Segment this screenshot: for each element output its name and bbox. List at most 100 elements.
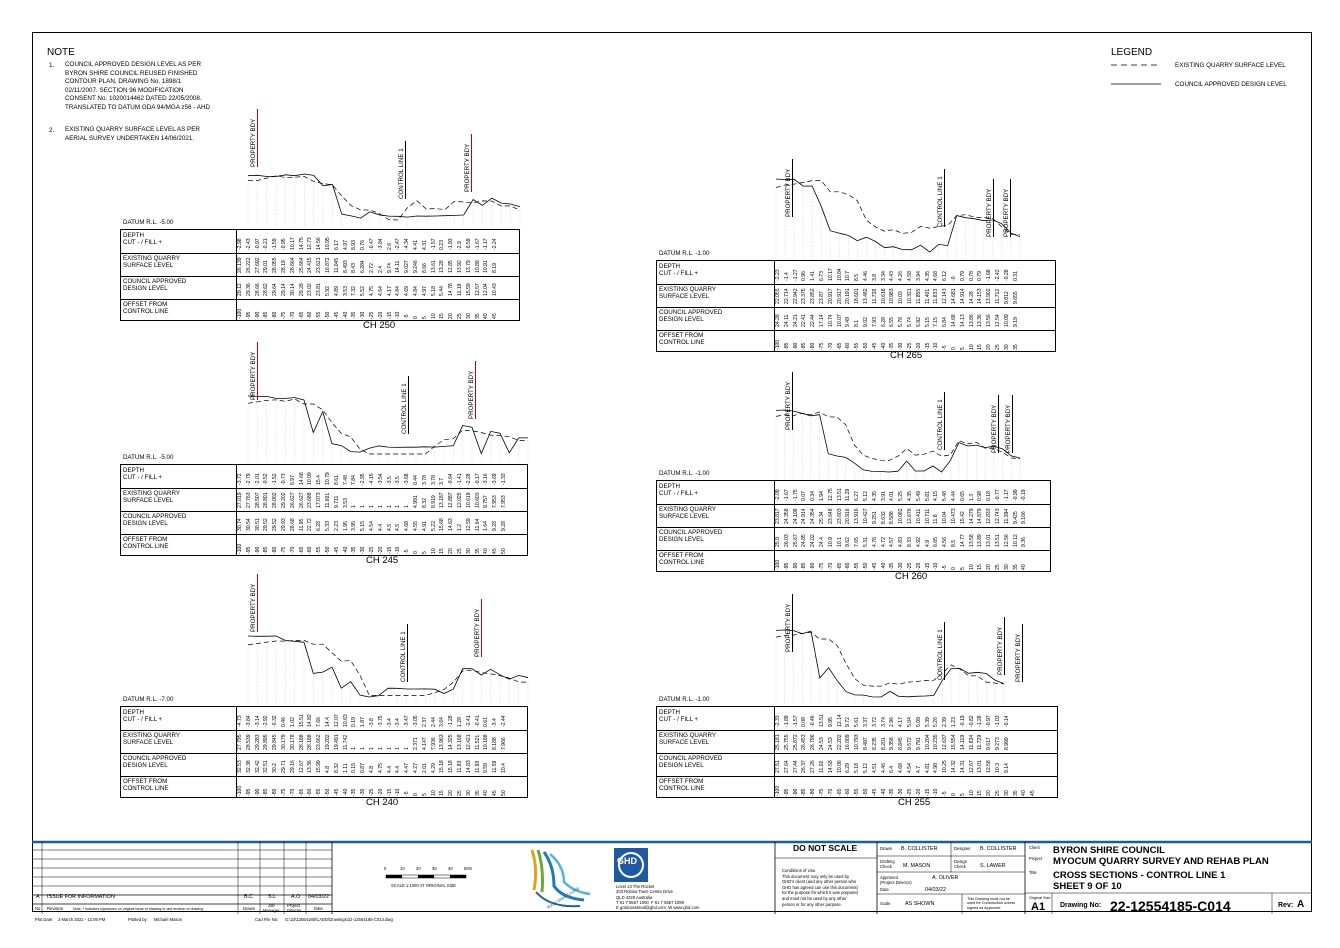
cell-depth: -1.17 [1003,489,1010,501]
cell-existing: 11.8 [933,514,940,524]
approved-value: A. OLIVER [932,875,959,881]
cell-depth: -0.95 [281,238,287,250]
client-value: BYRON SHIRE COUNCIL [1053,845,1165,856]
cell-offset: 35 [1012,564,1019,570]
rev-value: A [1297,899,1305,910]
cell-existing: 25.181 [775,734,781,750]
cell-offset: -40 [342,788,349,796]
section-row-divider [657,504,1050,505]
cell-design: 14.31 [959,760,966,773]
cell-existing: 26.627 [298,492,305,508]
cell-design: 22.41 [801,314,808,327]
cell-depth: -0.52 [263,473,270,485]
title-line-2: SHEET 9 OF 10 [1053,881,1122,892]
cell-design: 5.78 [898,317,905,327]
cell-existing: 14.879 [977,508,984,524]
note-2-num: 2. [49,127,55,134]
cell-existing: 25.664 [298,257,305,273]
cell-design: 9.02 [863,317,869,327]
cell-existing: 25.755 [783,734,790,750]
cell-existing: 9.655 [1012,291,1019,304]
cell-existing: 9.027 [404,260,411,273]
cell-existing: 22.714 [783,288,790,304]
section-label-divider [774,707,775,797]
cell-depth: 13.51 [819,714,825,727]
cell-depth: -2.28 [465,473,472,485]
rev-row-job-manager: S.L [268,894,277,900]
cell-existing: 11.521 [474,734,481,750]
cell-depth: 13.51 [836,488,843,501]
cell-depth: 4.43 [889,271,896,281]
cell-offset: 30 [1003,344,1010,350]
cell-existing: 23.603 [836,508,843,524]
cad-file-value: G:\22\12554185\CADD\Drawings\22-12554185… [285,917,393,922]
cell-depth: 2.39 [942,717,949,727]
cell-offset: 20 [986,790,993,796]
row-label-existing: EXISTING QUARRY SURFACE LEVEL [659,506,716,521]
section-chainage: CH 255 [898,797,931,808]
cell-depth: 0.96 [801,271,808,281]
design-level-line [775,178,1021,253]
cell-offset: 25 [995,564,1001,570]
scale-tick-label: 10 [400,866,405,871]
rev-header-note: Note: * indicates signatures on original… [73,907,204,911]
rev-row-date: 04/03/22 [308,894,329,900]
cell-design: 5.33 [325,521,331,531]
cell-depth: -2.33 [775,715,781,727]
cell-design: 4.55 [413,521,419,531]
cell-design: 10.4 [501,763,507,773]
rev-row-director: A.O [291,894,301,900]
cell-design: 10.3 [995,763,1001,773]
cell-depth: -3.16 [483,473,490,485]
cell-design: 10.06 [836,760,843,773]
cell-depth: -3.4 [395,718,402,727]
cell-existing: 28.188 [298,734,305,750]
cell-design: 4.57 [889,537,896,547]
cell-offset: -50 [325,311,331,319]
cell-existing: 23.817 [775,508,781,524]
cell-design: 4.7 [915,765,922,773]
cell-existing: 11.742 [342,734,349,750]
cell-offset: -45 [333,546,340,554]
cell-design: 8.5 [951,539,957,547]
cell-existing: 24.415 [307,257,314,273]
cell-offset: -15 [924,562,931,570]
cell-offset: -75 [819,342,825,350]
cell-offset: -95 [783,562,790,570]
cell-depth: -2.47 [395,238,402,250]
cell-depth: 12.07 [333,714,340,727]
cell-existing: 30.178 [289,734,296,750]
cell-design: 7.15 [933,317,940,327]
cell-depth: -1.59 [272,238,279,250]
cell-depth: 0.79 [959,271,966,281]
cell-design: 4.83 [898,537,905,547]
cell-offset: -45 [333,788,340,796]
cell-existing: 1 [404,747,411,750]
cell-design: 30.14 [289,283,296,296]
cell-offset: -15 [386,546,393,554]
section-label-divider [236,707,237,797]
cell-design: 4.75 [369,286,375,296]
cell-existing: 26.222 [245,257,252,273]
cell-depth: 11.29 [845,488,852,501]
cell-design: 4.68 [898,763,905,773]
cell-existing: 10.204 [924,734,931,750]
cell-depth: 5.81 [924,491,931,501]
cell-existing: 28.055 [272,257,279,273]
cell-design: 9.19 [1012,317,1019,327]
title-block-lines [32,840,1312,914]
cell-depth: 0.07 [801,491,808,501]
cell-offset: 45 [492,313,499,319]
cell-depth: 3.74 [880,717,887,727]
cell-design: 14.78 [448,283,455,296]
section-row-divider [121,730,527,731]
cell-depth: 3.78 [421,475,428,485]
cell-offset: -55 [316,546,323,554]
cell-offset: 10 [968,564,975,570]
cell-existing: 8.588 [889,511,896,524]
cell-offset: -15 [924,788,931,796]
title-label: Title [1029,870,1037,875]
cell-offset: 45 [492,790,499,796]
cell-existing: 11.834 [968,734,975,750]
property-boundary-tag: PROPERTY BDY [991,395,999,453]
